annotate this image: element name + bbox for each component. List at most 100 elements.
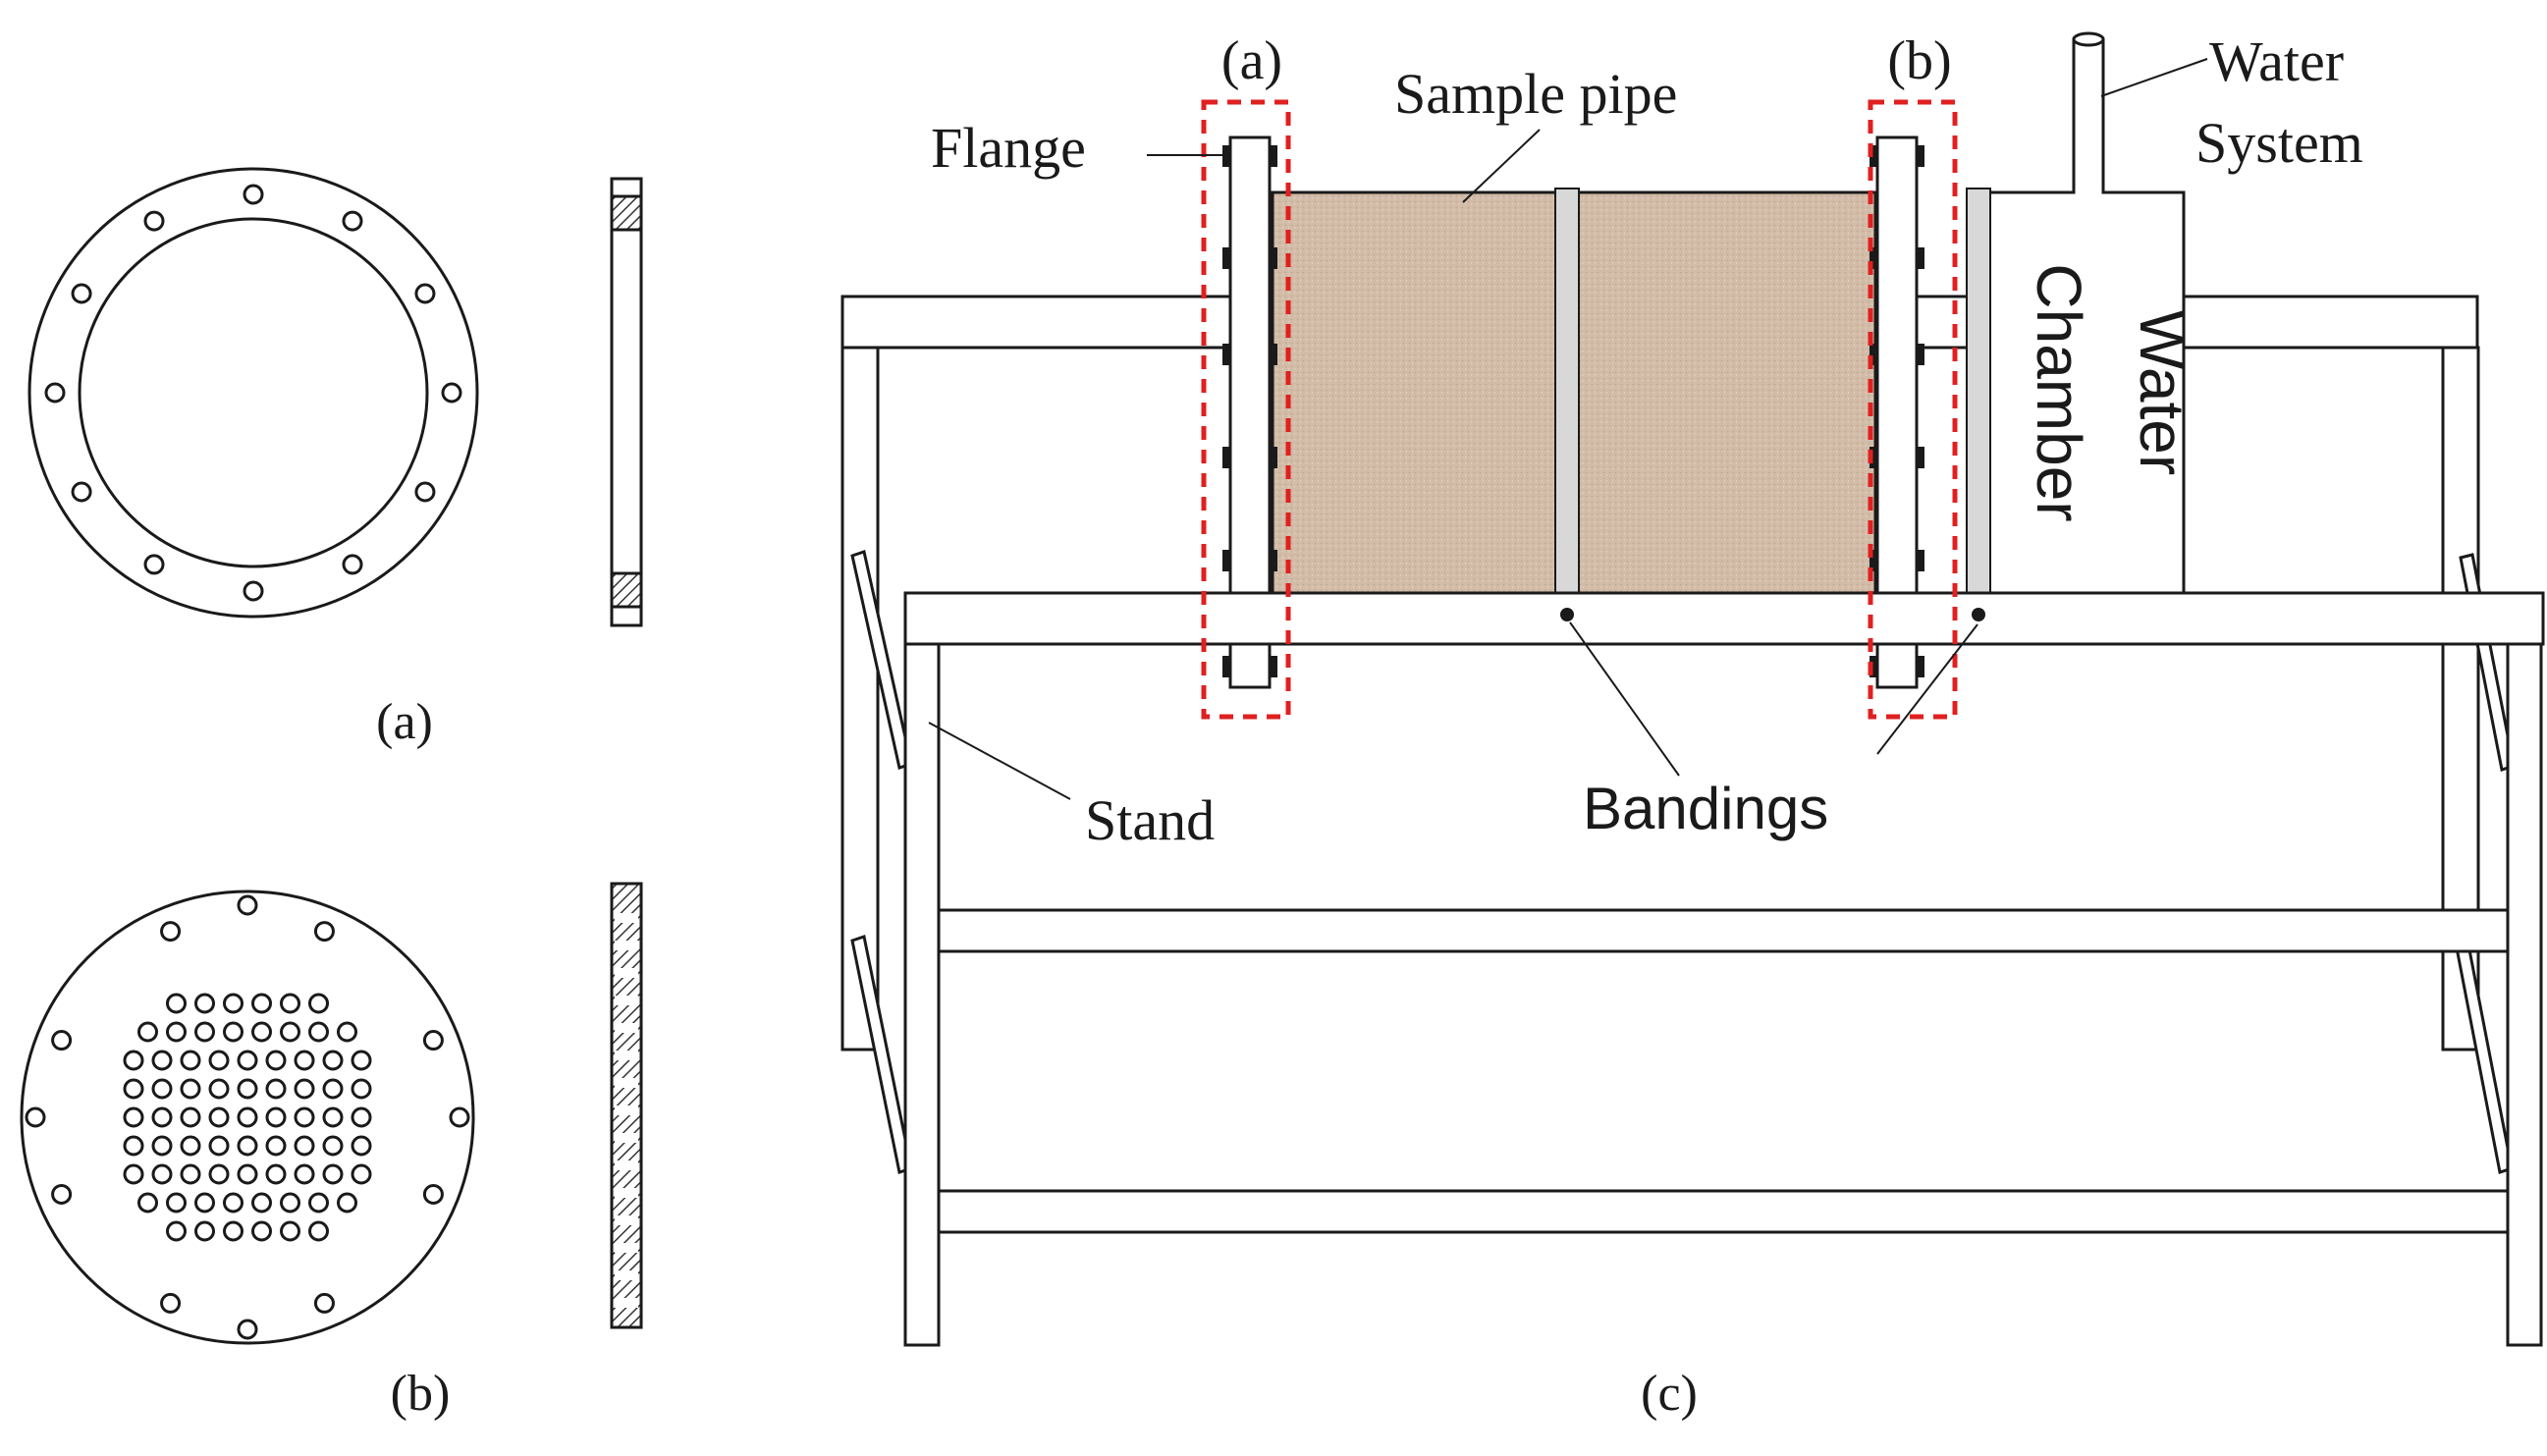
front-bottom-rail: [937, 1189, 2510, 1234]
front-top-rail: [903, 591, 2545, 646]
perforation-hole: [265, 1135, 287, 1157]
bolt-hole: [342, 554, 363, 575]
flange-bolt: [1222, 344, 1230, 365]
plate-slot: [615, 1188, 638, 1198]
plate-slot: [615, 1243, 638, 1253]
perforation-hole: [280, 1220, 300, 1242]
ring-side-hatch-top: [610, 194, 643, 232]
bolt-hole: [160, 921, 182, 943]
perforation-hole: [151, 1078, 173, 1100]
perforation-hole: [294, 1163, 315, 1185]
perforation-hole: [322, 1163, 344, 1185]
perforation-hole: [237, 1106, 258, 1128]
flange-bolt: [1870, 550, 1877, 571]
plate-slot: [615, 1105, 638, 1115]
back-left-leg: [840, 346, 880, 1052]
flange-bolt: [1917, 550, 1924, 571]
front-middle-rail: [937, 908, 2510, 953]
bolt-hole: [143, 210, 165, 232]
plate-slot: [615, 1270, 638, 1280]
perforation-hole: [237, 1050, 258, 1071]
panel-b-label: (b): [391, 1366, 451, 1422]
perforation-hole: [194, 1220, 215, 1242]
perforation-hole: [294, 1135, 315, 1157]
bolt-hole: [237, 894, 258, 916]
perforation-hole: [123, 1078, 144, 1100]
flange-bolt: [1270, 656, 1277, 677]
bolt-hole: [313, 921, 335, 943]
flange-bolt: [1870, 247, 1877, 269]
perforation-holes: [123, 993, 372, 1242]
plate-outer-circle: [20, 890, 475, 1345]
perforation-hole: [180, 1078, 201, 1100]
perforation-hole: [308, 1021, 329, 1043]
water-chamber-label: Water Chamber: [2024, 263, 2197, 521]
perforation-hole: [280, 1021, 300, 1043]
highlight-box-a: [1201, 99, 1291, 720]
flange-bolt: [1917, 344, 1924, 365]
marker-a-label: (a): [1221, 30, 1282, 91]
perforation-hole: [280, 993, 300, 1014]
perforation-hole: [322, 1135, 344, 1157]
bolt-hole: [414, 283, 436, 304]
flange-bolt: [1870, 656, 1877, 677]
perforation-hole: [265, 1078, 287, 1100]
perforation-hole: [265, 1106, 287, 1128]
plate-slot: [615, 1160, 638, 1170]
perforation-hole: [223, 993, 244, 1014]
perforation-hole: [166, 993, 187, 1014]
perforation-hole: [351, 1163, 372, 1185]
bolt-hole: [44, 382, 66, 404]
plate-side-perforations: [615, 913, 638, 1308]
flange-bolts: [1222, 145, 1924, 571]
bolt-hole: [237, 1319, 258, 1340]
stand-front-frame: [903, 591, 2545, 1347]
perforation-hole: [294, 1106, 315, 1128]
water-system-pipe-top: [2072, 31, 2105, 47]
flange-bolt: [1270, 247, 1277, 269]
perforation-hole: [208, 1135, 230, 1157]
flange-bolt: [1870, 344, 1877, 365]
panel-a-label: (a): [376, 694, 433, 750]
perforation-hole: [265, 1163, 287, 1185]
perforation-hole: [265, 1050, 287, 1071]
perforation-hole: [237, 1163, 258, 1185]
perforation-hole: [123, 1106, 144, 1128]
flange-bolts-lower: [1222, 656, 1924, 677]
flange-lower-parts: [1228, 642, 1919, 689]
perforation-hole: [308, 993, 329, 1014]
plate-slot: [615, 913, 638, 923]
bolt-hole: [441, 382, 462, 404]
banding-right: [1966, 188, 1991, 598]
flange-bolt: [1270, 447, 1277, 468]
perforation-hole: [223, 1192, 244, 1213]
plate-slot: [615, 1051, 638, 1060]
flange-label: Flange: [931, 116, 1086, 180]
perforation-hole: [151, 1163, 173, 1185]
sample-pipe-leader: [1462, 129, 1541, 203]
perforation-hole: [251, 1192, 272, 1213]
perforation-hole: [237, 1078, 258, 1100]
perforation-hole: [208, 1050, 230, 1071]
perforation-hole: [351, 1050, 372, 1071]
flange-ring-side-view: [610, 177, 643, 627]
bolt-hole: [25, 1106, 46, 1128]
water-system-label-line2: System: [2195, 111, 2363, 175]
perforation-hole: [351, 1106, 372, 1128]
ring-side-hatch-bottom: [610, 571, 643, 609]
flange-bolt: [1222, 656, 1230, 677]
flange-left-lower: [1228, 642, 1272, 689]
front-right-leg: [2506, 642, 2543, 1347]
perforation-hole: [180, 1163, 201, 1185]
perforation-hole: [237, 1135, 258, 1157]
plate-slot: [615, 1023, 638, 1033]
highlight-box-b: [1868, 99, 1958, 720]
sample-pipe-label: Sample pipe: [1394, 62, 1677, 126]
bolt-holes: [44, 184, 462, 602]
flange-ring-front-view: [27, 167, 479, 619]
perforation-hole: [280, 1192, 300, 1213]
perforation-hole: [208, 1078, 230, 1100]
stand-label: Stand: [1085, 788, 1215, 852]
bolt-hole: [313, 1292, 335, 1314]
